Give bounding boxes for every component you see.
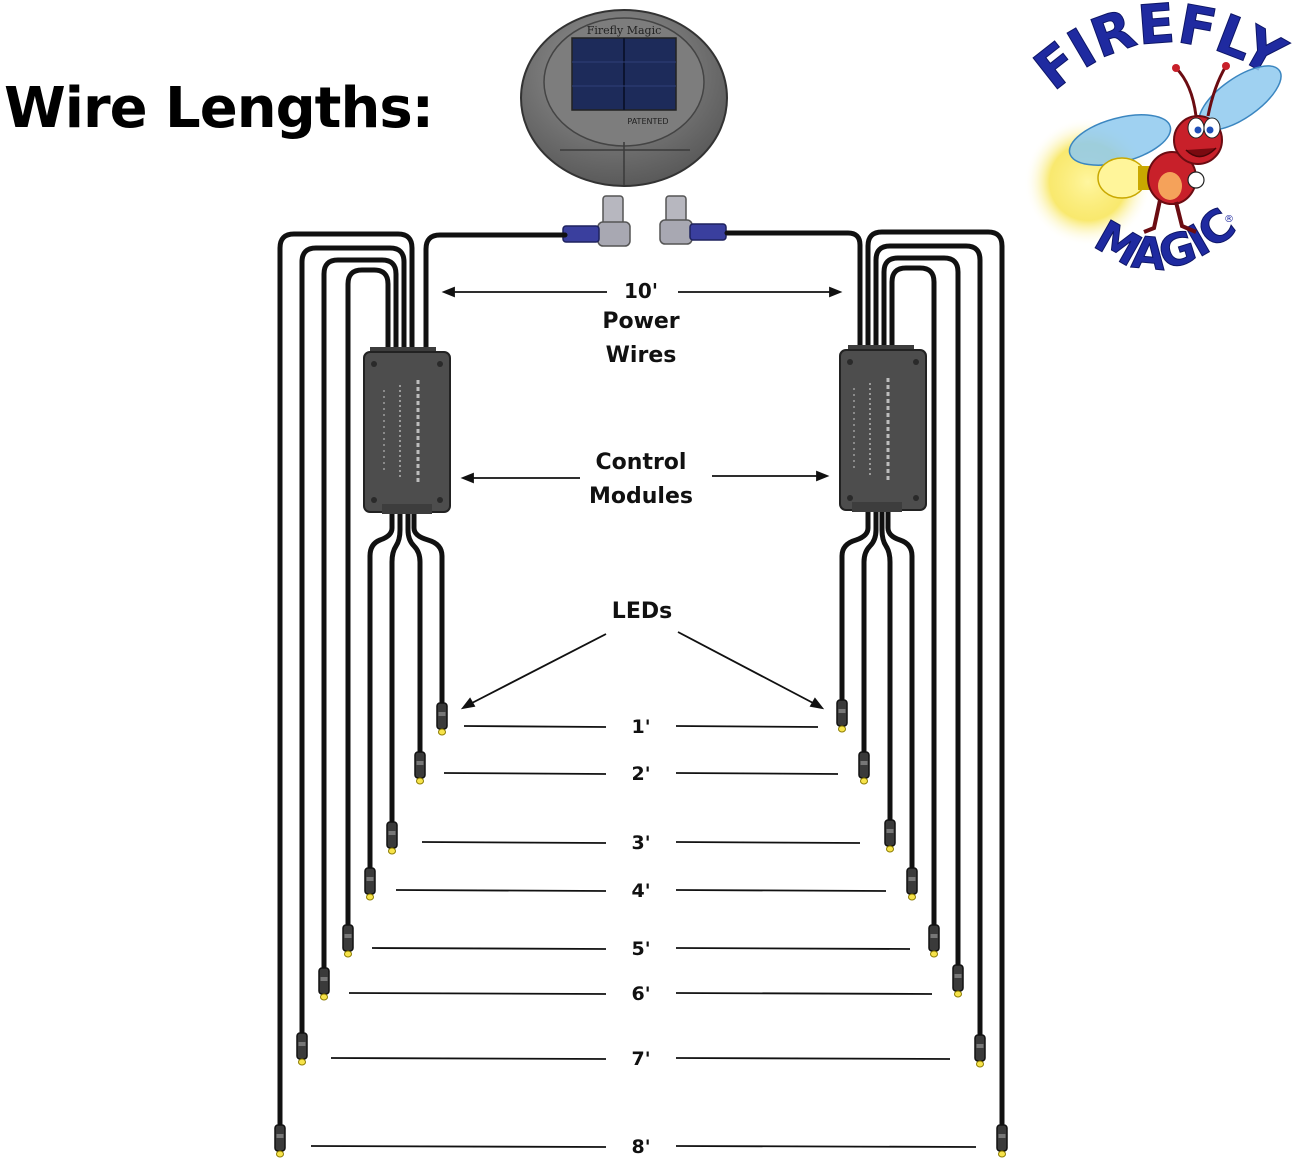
wire-right-7 [873, 243, 983, 1038]
measure-line-left-8 [310, 1145, 607, 1148]
solar-stamp-text: PATENTED [627, 117, 668, 126]
led-tip-right-3 [884, 819, 896, 853]
measure-line-left-4 [395, 889, 607, 892]
measure-line-left-3 [421, 841, 607, 844]
wire-right-5 [889, 265, 937, 928]
led-tip-right-1 [836, 699, 848, 733]
wire-right-6 [881, 255, 961, 968]
wire-left-6 [321, 257, 399, 971]
led-tip-left-1 [436, 702, 448, 736]
logo-reg-mark: ® [1224, 214, 1234, 225]
power-wire-left [423, 232, 568, 355]
wire-right-1 [839, 509, 871, 703]
led-tip-left-4 [364, 867, 376, 901]
wire-left-3 [389, 509, 403, 825]
control-module-right [839, 345, 927, 512]
led-tip-right-8 [996, 1124, 1008, 1158]
led-tip-right-6 [952, 964, 964, 998]
led-tip-right-5 [928, 924, 940, 958]
measure-line-left-7 [330, 1057, 607, 1060]
leds-label: LEDs [612, 599, 672, 624]
measure-line-right-2 [675, 772, 839, 775]
led-tip-left-3 [386, 821, 398, 855]
wire-left-8 [277, 231, 415, 1128]
led-tip-left-6 [318, 967, 330, 1001]
measure-line-right-6 [675, 992, 933, 995]
length-label-7: 7' [631, 1048, 650, 1070]
measure-line-right-1 [675, 725, 819, 728]
solar-unit: Firefly Magic PATENTED [520, 9, 728, 187]
control-modules-label-line1: Control [596, 450, 687, 475]
wire-right-4 [885, 509, 915, 871]
left-inner-wires [367, 509, 445, 871]
wire-left-5 [345, 267, 391, 928]
led-tip-left-8 [274, 1124, 286, 1158]
measure-line-right-7 [675, 1057, 951, 1060]
wire-right-3 [879, 509, 893, 823]
wire-left-2 [405, 509, 423, 755]
control-modules-label-line2: Modules [589, 484, 693, 509]
control-module-left [363, 347, 451, 514]
length-label-3: 3' [631, 832, 650, 854]
power-wires-length-label: 10' [624, 279, 658, 303]
length-label-4: 4' [631, 880, 650, 902]
measure-line-right-8 [675, 1145, 977, 1148]
annotation-arrows [441, 286, 843, 710]
measure-line-left-2 [443, 772, 607, 775]
led-tips [274, 699, 1008, 1158]
power-wires-label-line2: Wires [606, 343, 677, 368]
led-tip-right-4 [906, 867, 918, 901]
power-connector-left [562, 195, 631, 247]
wire-left-4 [367, 509, 395, 871]
wire-right-2 [861, 509, 879, 755]
led-tip-right-2 [858, 751, 870, 785]
led-tip-right-7 [974, 1034, 986, 1068]
length-label-5: 5' [631, 938, 650, 960]
wire-left-1 [411, 509, 445, 706]
firefly-magic-logo: FIREFLY MAGIC ® [1022, 0, 1294, 282]
length-label-2: 2' [631, 763, 650, 785]
length-label-1: 1' [631, 716, 650, 738]
measure-line-right-3 [675, 841, 861, 844]
measure-lines [310, 725, 977, 1148]
right-inner-wires [839, 509, 915, 871]
solar-brand-text: Firefly Magic [587, 24, 662, 37]
arrow-leds-left [469, 633, 607, 705]
led-tip-left-5 [342, 924, 354, 958]
length-label-6: 6' [631, 983, 650, 1005]
led-tip-left-2 [414, 751, 426, 785]
measure-line-right-4 [675, 889, 887, 892]
wire-left-7 [299, 245, 407, 1036]
page-title: Wire Lengths: [4, 76, 434, 141]
measure-line-left-5 [371, 947, 607, 950]
measure-line-left-1 [463, 725, 607, 728]
led-tip-left-7 [296, 1032, 308, 1066]
arrow-leds-right [677, 631, 816, 705]
length-labels: 1' 2' 3' 4' 5' 6' 7' 8' [631, 716, 650, 1158]
wire-right-8 [865, 229, 1005, 1128]
length-label-8: 8' [631, 1136, 650, 1158]
power-wire-right [724, 230, 863, 353]
right-outer-wires [865, 229, 1005, 1128]
measure-line-left-6 [348, 992, 607, 995]
power-connector-right [659, 195, 727, 245]
left-outer-wires [277, 231, 415, 1128]
measure-line-right-5 [675, 947, 911, 950]
power-wires-label-line1: Power [602, 309, 679, 334]
